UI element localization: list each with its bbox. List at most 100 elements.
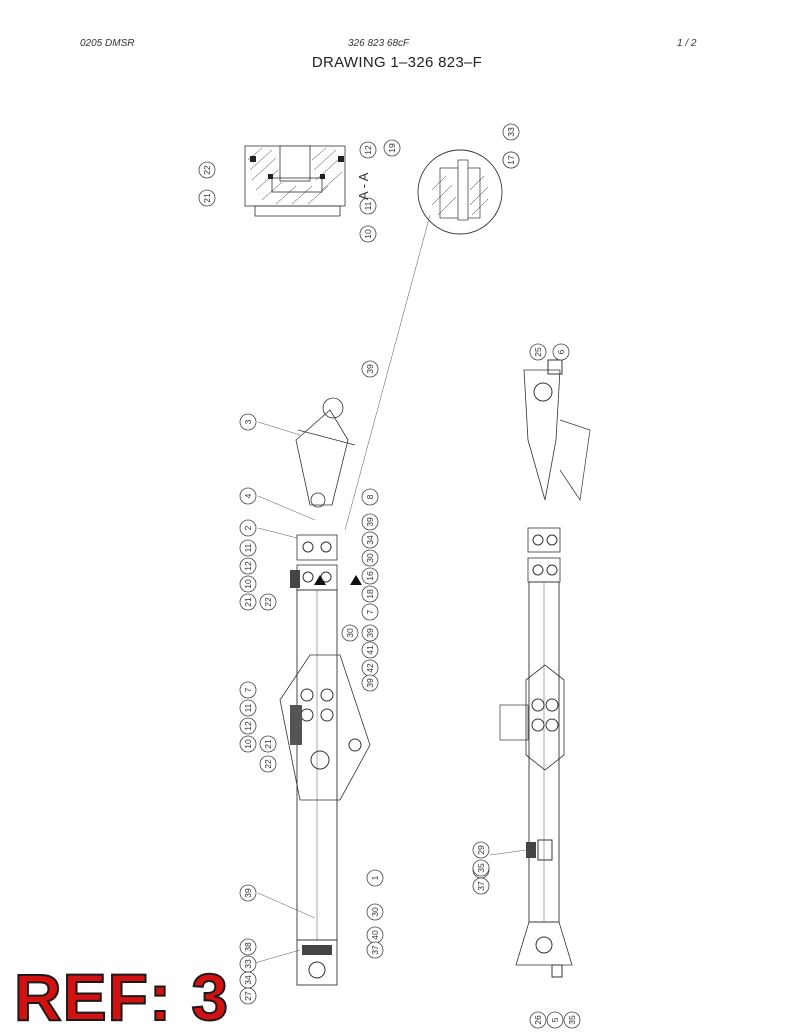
callout-number: 25 (533, 347, 543, 357)
callout-number: 39 (365, 678, 375, 688)
callout-left-view-12: 30 (361, 549, 379, 567)
callout-left-view-4: 11 (239, 539, 257, 557)
callout-number: 3 (243, 419, 253, 424)
callout-number: 40 (370, 930, 380, 940)
callout-number: 30 (345, 628, 355, 638)
callout-left-view-3: 2 (239, 519, 257, 537)
callout-number: 11 (243, 703, 253, 712)
callout-left-view-33: 33 (239, 955, 257, 973)
callout-left-view-27: 39 (239, 884, 257, 902)
callout-left-view-7: 21 (239, 593, 257, 611)
callout-number: 21 (243, 597, 253, 607)
callout-right-view-7: 5 (546, 1011, 564, 1029)
callout-number: 2 (243, 525, 253, 530)
callout-left-view-26: 22 (259, 755, 277, 773)
callout-number: 21 (263, 739, 273, 749)
callout-number: 30 (365, 553, 375, 563)
callout-number: 34 (243, 975, 253, 985)
callout-number: 27 (243, 991, 253, 1001)
callout-left-view-11: 34 (361, 531, 379, 549)
callout-left-view-2: 4 (239, 487, 257, 505)
callout-number: 41 (365, 645, 375, 655)
callout-number: 30 (370, 907, 380, 917)
callout-number: 5 (550, 1017, 560, 1022)
callout-number: 4 (243, 493, 253, 498)
callout-number: 11 (243, 543, 253, 552)
callout-left-view-19: 42 (361, 659, 379, 677)
callout-number: 22 (263, 759, 273, 769)
callout-right-view-5: 37 (472, 877, 490, 895)
callout-number: 37 (370, 945, 380, 955)
callout-right-view-6: 26 (529, 1011, 547, 1029)
callout-detail-top-8: 17 (502, 151, 520, 169)
right-side-view (489, 359, 591, 978)
callout-left-view-29: 30 (366, 903, 384, 921)
callout-number: 37 (476, 881, 486, 891)
callout-number: 7 (365, 609, 375, 614)
callout-left-view-21: 7 (239, 681, 257, 699)
callout-left-view-17: 30 (341, 624, 359, 642)
callout-number: 16 (365, 571, 375, 581)
callout-number: 33 (506, 127, 516, 137)
callout-number: 8 (365, 494, 375, 499)
callout-number: 39 (243, 888, 253, 898)
callout-right-view-3: 29 (472, 841, 490, 859)
callout-left-view-23: 12 (239, 717, 257, 735)
callout-detail-top-6: 33 (502, 123, 520, 141)
callout-left-view-9: 8 (361, 488, 379, 506)
callout-right-view-0: 25 (529, 343, 547, 361)
callout-number: 12 (243, 721, 253, 731)
callout-number: 19 (387, 143, 397, 153)
callout-number: 39 (365, 364, 375, 374)
callout-number: 33 (243, 959, 253, 969)
callout-left-view-32: 38 (239, 938, 257, 956)
callout-left-view-28: 1 (366, 869, 384, 887)
ref-label: REF: 3 (13, 960, 230, 1034)
callout-number: 1 (370, 875, 380, 880)
callout-number: 22 (263, 597, 273, 607)
callout-left-view-22: 11 (239, 699, 257, 717)
callout-number: 17 (506, 155, 516, 165)
callout-left-view-35: 27 (239, 987, 257, 1005)
callout-number: 26 (533, 1015, 543, 1025)
callout-right-view-4: 35 (472, 859, 490, 877)
callout-left-view-10: 39 (361, 513, 379, 531)
callout-number: 29 (476, 845, 486, 855)
callout-number: 10 (363, 229, 373, 239)
callout-number: 22 (202, 165, 212, 175)
callout-number: 18 (365, 589, 375, 599)
callout-number: 39 (365, 517, 375, 527)
callout-detail-top-3: 11 (359, 197, 377, 215)
callout-detail-top-1: 21 (198, 189, 216, 207)
callout-left-view-8: 22 (259, 593, 277, 611)
callout-number: 12 (363, 145, 373, 155)
callout-detail-top-4: 10 (359, 225, 377, 243)
callout-right-view-8: 35 (563, 1011, 581, 1029)
callout-number: 39 (365, 628, 375, 638)
callout-left-view-0: 39 (361, 360, 379, 378)
left-main-view (254, 397, 371, 986)
callout-number: 42 (365, 663, 375, 673)
callout-left-view-15: 7 (361, 603, 379, 621)
callout-number: 38 (243, 942, 253, 952)
callout-number: 12 (243, 561, 253, 571)
bolt-detail-circle (344, 149, 503, 531)
header-drawing-number: 326 823 68cF (348, 38, 410, 49)
callout-detail-top-0: 22 (198, 161, 216, 179)
section-label-a-a: A - A (356, 172, 371, 200)
callout-left-view-6: 10 (239, 575, 257, 593)
page-title: DRAWING 1–326 823–F (311, 54, 483, 71)
callout-number: 35 (476, 863, 486, 873)
callout-left-view-25: 21 (259, 735, 277, 753)
section-a-a-detail (244, 145, 346, 217)
callout-number: 35 (567, 1015, 577, 1025)
callout-left-view-16: 39 (361, 624, 379, 642)
callout-number: 34 (365, 535, 375, 545)
callout-number: 10 (243, 579, 253, 589)
callout-number: 6 (556, 349, 566, 354)
callout-left-view-14: 18 (361, 585, 379, 603)
callout-left-view-30: 40 (366, 926, 384, 944)
callout-left-view-13: 16 (361, 567, 379, 585)
callout-detail-top-2: 12 (359, 141, 377, 159)
